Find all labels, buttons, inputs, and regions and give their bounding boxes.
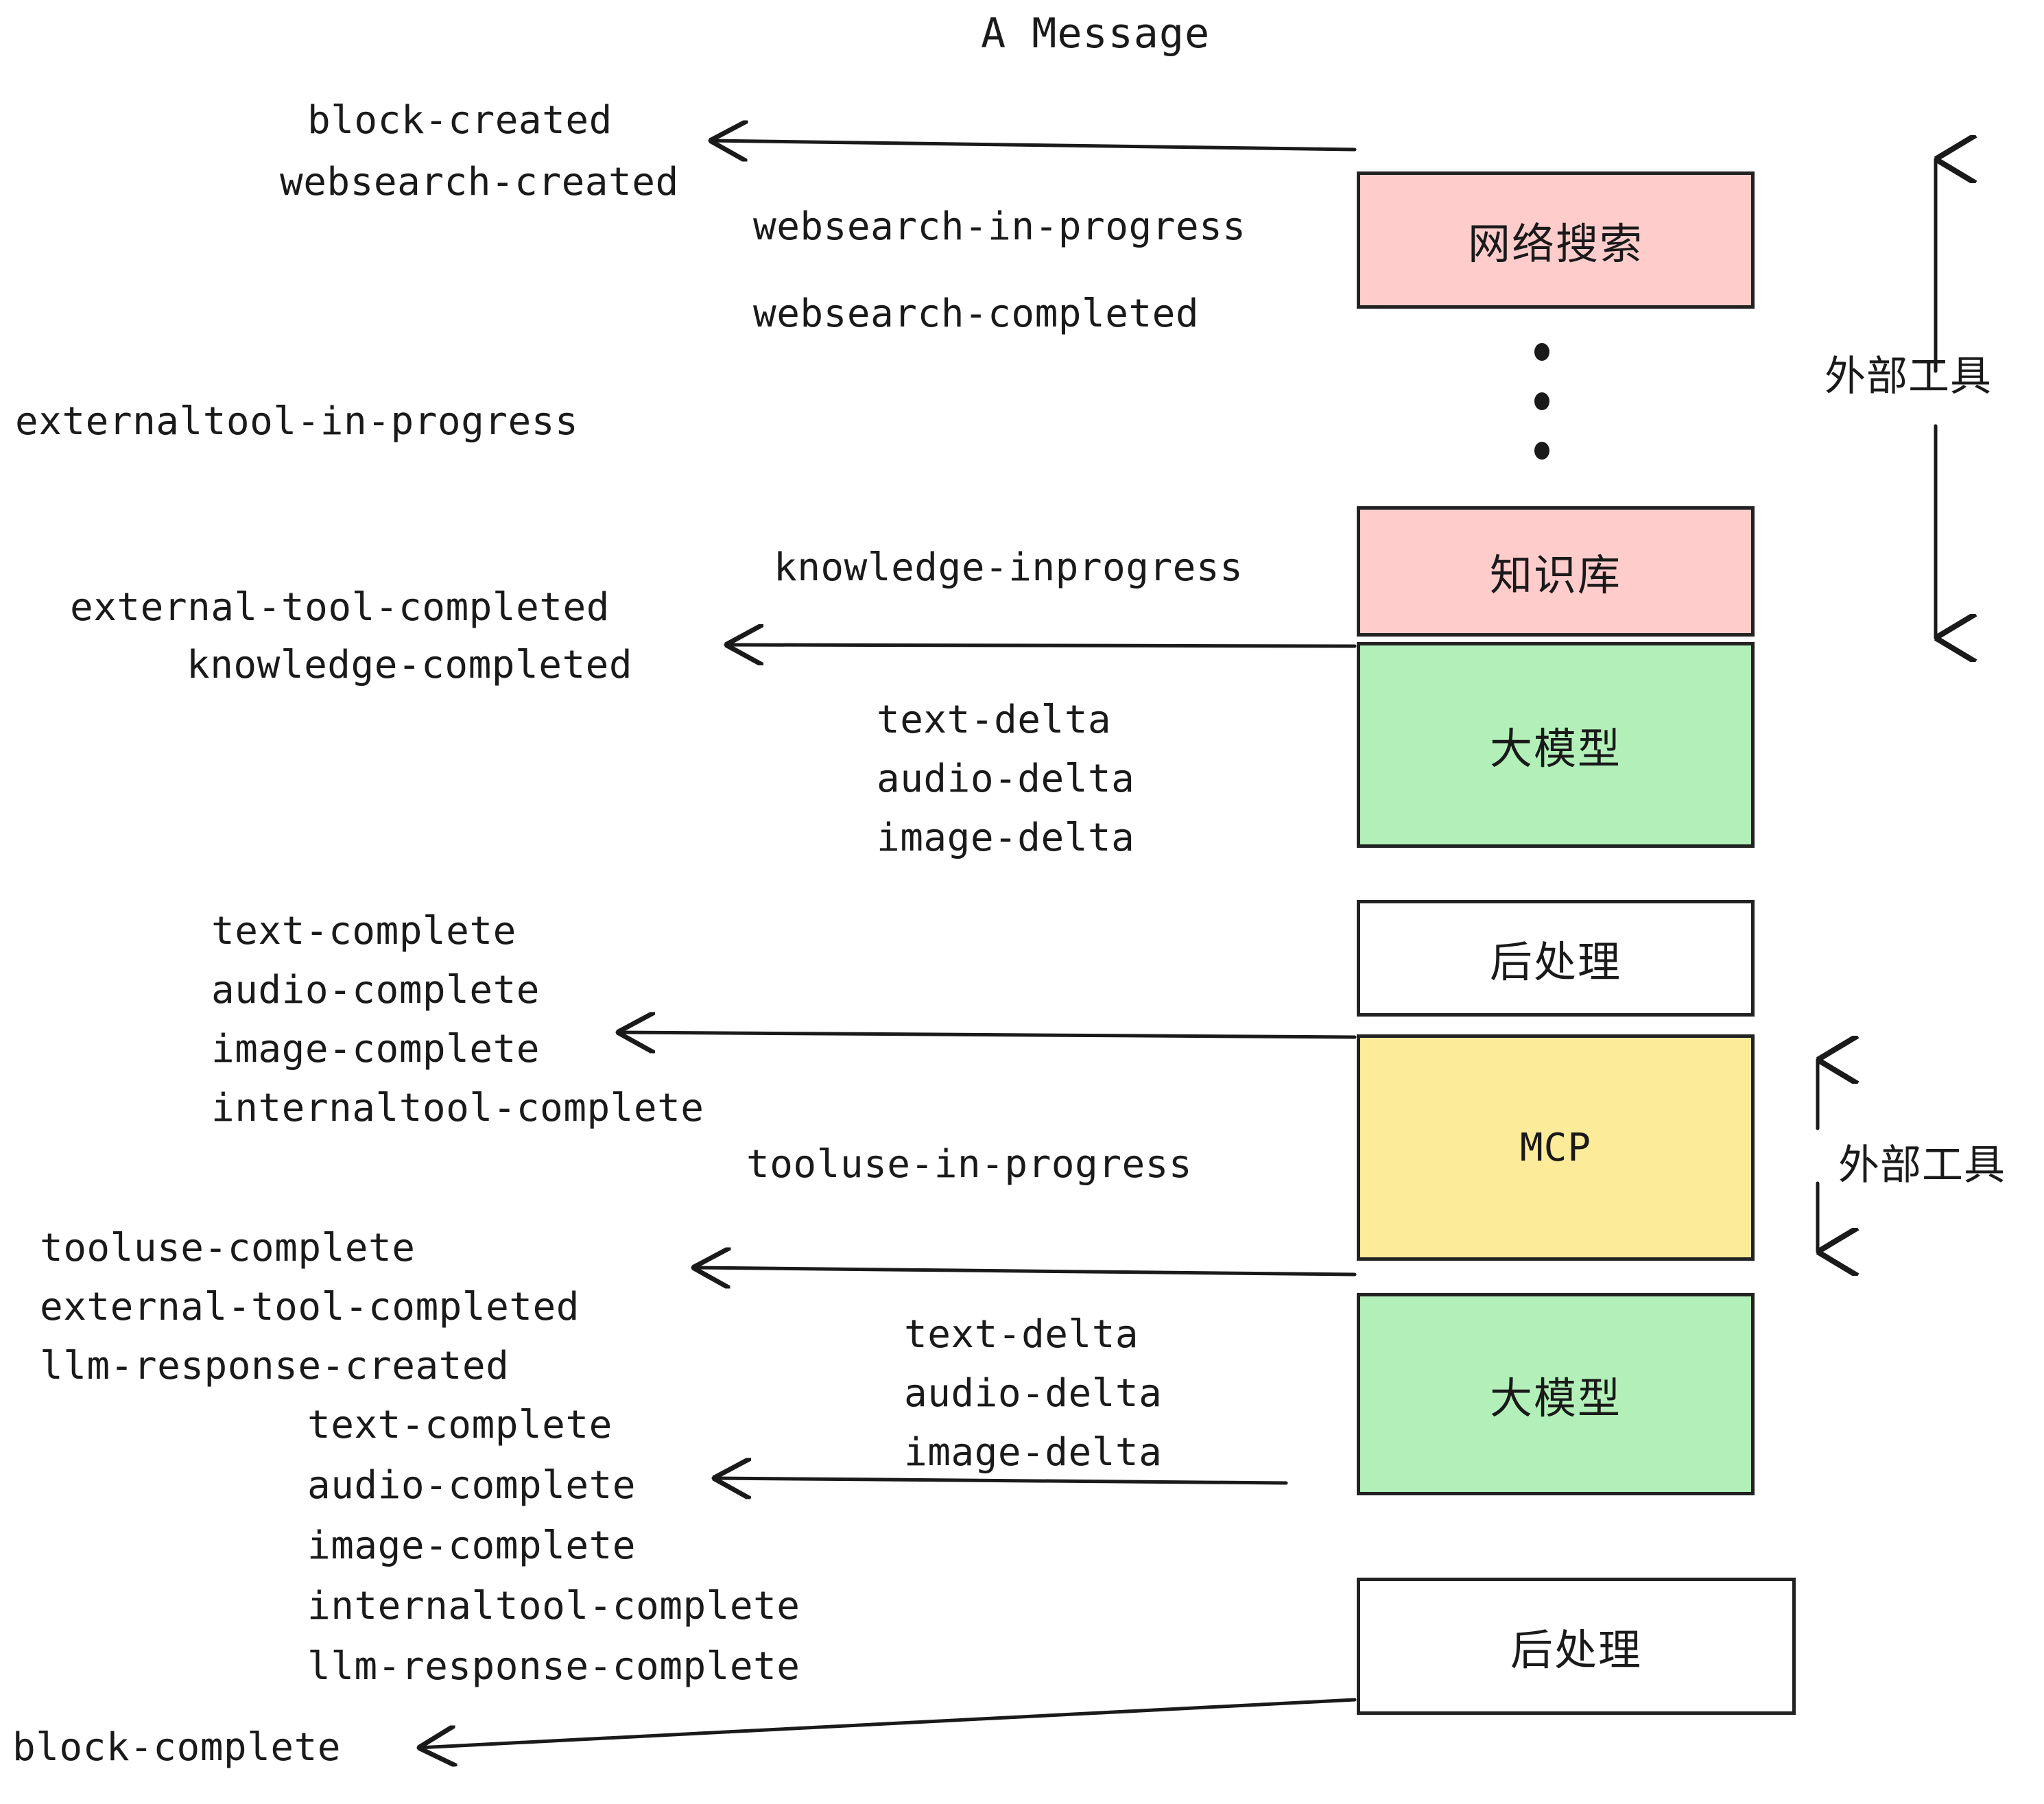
- arrow-audio-complete: [711, 1478, 1288, 1483]
- node-box-mcp: MCP: [1357, 1034, 1755, 1261]
- group-label-external-tools-top: 外部工具: [1825, 353, 1992, 401]
- event-label-image-complete-1: image-complete: [211, 1027, 540, 1071]
- event-label-websearch-in-progress: websearch-in-progress: [753, 204, 1246, 249]
- node-label-knowledge: 知识库: [1489, 550, 1621, 600]
- node-label-postprocess-bottom: 后处理: [1510, 1625, 1642, 1675]
- arrow-block-created: [708, 141, 1357, 150]
- node-label-llm-bottom: 大模型: [1489, 1373, 1621, 1423]
- event-label-knowledge-completed: knowledge-completed: [187, 643, 633, 687]
- event-label-tooluse-in-progress: tooluse-in-progress: [746, 1142, 1193, 1187]
- event-label-block-complete: block-complete: [12, 1725, 342, 1770]
- node-label-llm-top: 大模型: [1489, 724, 1621, 774]
- event-label-audio-delta-1: audio-delta: [877, 757, 1135, 801]
- event-label-text-complete-2: text-complete: [307, 1403, 613, 1447]
- event-label-internaltool-complete-2: internaltool-complete: [307, 1584, 800, 1628]
- ellipsis-dot: [1534, 392, 1549, 410]
- event-label-websearch-created: websearch-created: [280, 160, 679, 204]
- ellipsis-dot: [1534, 343, 1549, 361]
- event-label-image-delta-1: image-delta: [877, 816, 1135, 860]
- node-box-llm-bottom: 大模型: [1357, 1293, 1755, 1495]
- event-label-externaltool-in-progress: externaltool-in-progress: [15, 399, 579, 444]
- event-label-image-complete-2: image-complete: [307, 1523, 637, 1568]
- node-label-postprocess-top: 后处理: [1489, 937, 1621, 987]
- event-label-text-delta-2: text-delta: [904, 1312, 1139, 1357]
- event-label-websearch-completed: websearch-completed: [753, 292, 1200, 336]
- event-label-llm-response-complete: llm-response-complete: [307, 1644, 800, 1689]
- node-box-llm-top: 大模型: [1357, 642, 1755, 848]
- event-arrows: [416, 141, 1357, 1748]
- event-label-text-delta-1: text-delta: [877, 698, 1112, 742]
- event-label-text-complete-1: text-complete: [211, 909, 516, 953]
- arrow-tooluse-complete: [691, 1268, 1357, 1274]
- node-label-websearch: 网络搜索: [1467, 219, 1643, 269]
- arrow-block-complete: [416, 1698, 1357, 1748]
- node-box-postprocess-bottom: 后处理: [1357, 1578, 1796, 1715]
- event-label-llm-response-created: llm-response-created: [40, 1344, 510, 1388]
- node-box-postprocess-top: 后处理: [1357, 900, 1755, 1017]
- event-label-internaltool-complete-1: internaltool-complete: [211, 1086, 704, 1130]
- event-label-tooluse-complete: tooluse-complete: [40, 1226, 416, 1270]
- event-label-external-tool-completed-1: external-tool-completed: [70, 585, 610, 630]
- node-box-knowledge: 知识库: [1357, 506, 1755, 637]
- event-label-audio-complete-2: audio-complete: [307, 1463, 637, 1508]
- event-label-knowledge-inprogress: knowledge-inprogress: [774, 545, 1244, 590]
- group-range-arrows: [1816, 159, 1936, 1252]
- event-label-block-created: block-created: [307, 98, 613, 143]
- event-label-external-tool-completed-2: external-tool-completed: [40, 1285, 580, 1329]
- event-label-audio-complete-1: audio-complete: [211, 968, 540, 1012]
- vertical-ellipsis-icon: [1534, 343, 1549, 460]
- arrow-knowledge-completed: [724, 645, 1357, 646]
- group-label-external-tools-bottom: 外部工具: [1838, 1141, 2006, 1189]
- arrow-image-complete: [615, 1032, 1357, 1037]
- node-box-websearch: 网络搜索: [1357, 171, 1755, 309]
- event-label-audio-delta-2: audio-delta: [904, 1371, 1163, 1416]
- ellipsis-dot: [1534, 442, 1549, 460]
- node-label-mcp: MCP: [1519, 1125, 1592, 1170]
- diagram-title: A Message: [981, 10, 1211, 58]
- event-label-image-delta-2: image-delta: [904, 1430, 1163, 1475]
